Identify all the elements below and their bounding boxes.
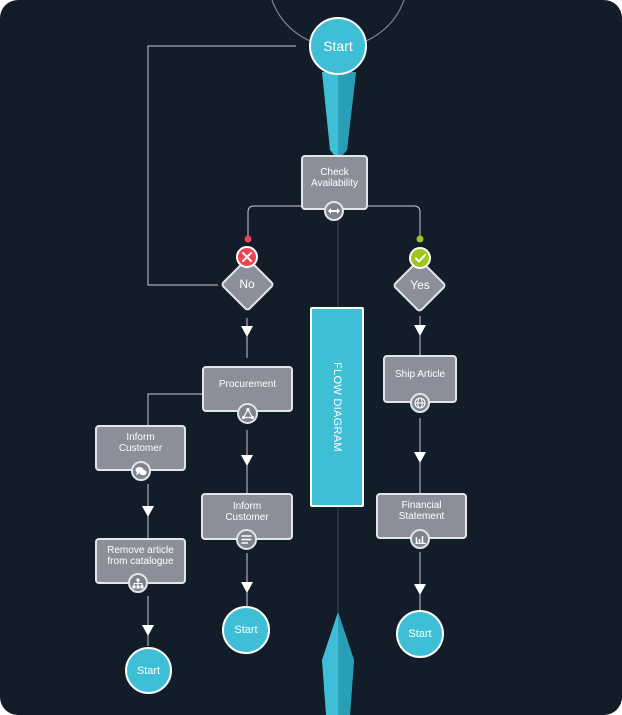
check-icon (409, 247, 431, 269)
arrow-down-icon (241, 455, 253, 466)
inform-customer-mid-node[interactable]: Inform Customer (201, 493, 293, 540)
x-icon (236, 246, 258, 268)
bottom-spike-shade (338, 612, 354, 715)
check-to-yes-connector (368, 205, 421, 236)
top-spike-shade (338, 72, 356, 160)
triangle-nodes-icon (237, 403, 258, 424)
start-node-top[interactable]: Start (309, 17, 367, 75)
arrow-down-icon (142, 506, 154, 517)
sitemap-icon (128, 573, 148, 593)
arrow-down-icon (414, 452, 426, 463)
arrow-down-icon (414, 584, 426, 595)
arrow-down-icon (241, 582, 253, 593)
chat-bubbles-icon (131, 461, 151, 481)
procurement-to-inform-left-connector (147, 393, 202, 426)
loop-connector (147, 45, 296, 286)
check-to-no-connector (247, 205, 302, 236)
start-node-right[interactable]: Start (396, 610, 444, 658)
start-node-left[interactable]: Start (125, 647, 172, 694)
no-decision-label: No (239, 277, 255, 291)
bar-chart-icon (410, 529, 430, 549)
no-status-dot (244, 235, 252, 243)
flow-diagram-title: FLOW DIAGRAM (331, 362, 343, 452)
start-node-mid[interactable]: Start (222, 606, 270, 654)
yes-decision-label: Yes (410, 278, 430, 292)
text-lines-icon (236, 529, 257, 550)
globe-icon (410, 393, 430, 413)
arrow-down-icon (142, 625, 154, 636)
check-availability-node[interactable]: Check Availability (301, 155, 368, 210)
arrows-left-right-icon (324, 201, 344, 221)
yes-status-dot (416, 235, 424, 243)
arrow-down-icon (414, 325, 426, 336)
ship-article-node[interactable]: Ship Article (383, 355, 457, 403)
arrow-down-icon (241, 326, 253, 337)
flow-diagram-banner: FLOW DIAGRAM (310, 307, 364, 507)
